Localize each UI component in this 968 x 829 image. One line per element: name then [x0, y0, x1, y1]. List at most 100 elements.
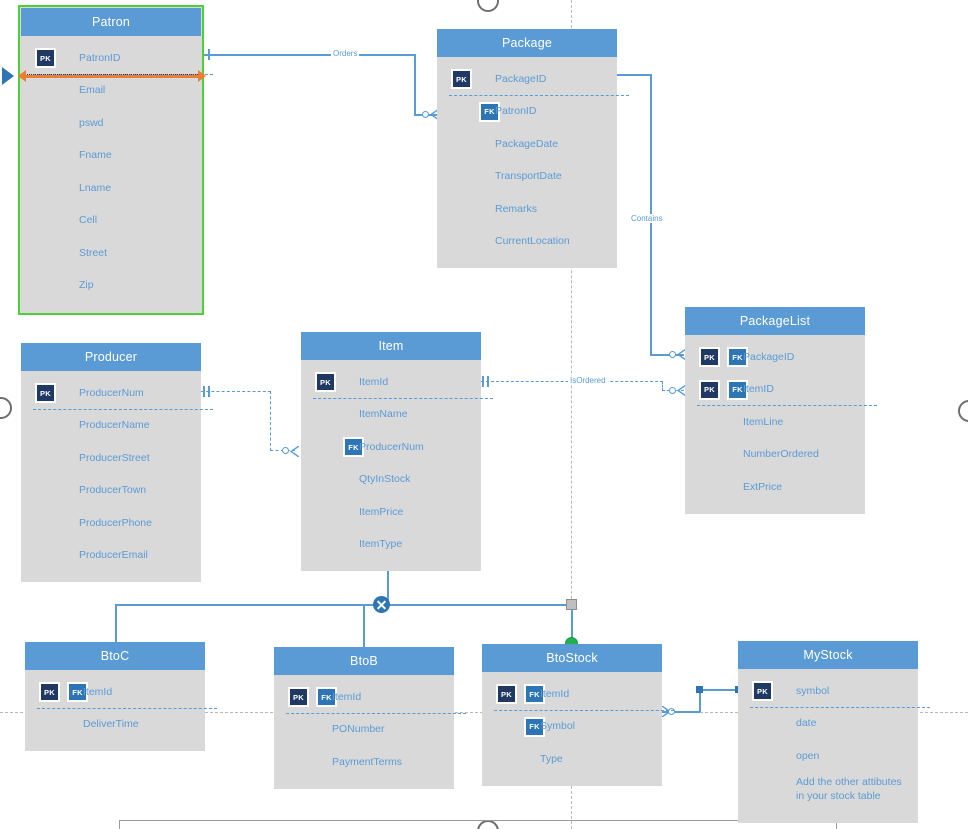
- attribute-row[interactable]: QtyInStock: [301, 464, 481, 497]
- attribute-row[interactable]: ProducerName: [21, 410, 201, 443]
- rel-contains-label: Contains: [629, 214, 665, 223]
- rel-subtype-item-stem: [387, 568, 389, 606]
- attribute-row[interactable]: Cell: [21, 205, 201, 238]
- fk-badge-icon: FK: [67, 682, 88, 703]
- rel-subtype-btostock-drop: [571, 604, 573, 646]
- rel-orders-zero-circle: [422, 111, 429, 118]
- fk-badge-icon: FK: [343, 437, 364, 458]
- rel-stocklink-endpoint-a[interactable]: [696, 686, 703, 693]
- attribute-name: ItemId: [83, 685, 113, 698]
- attribute-row[interactable]: pswd: [21, 107, 201, 140]
- attribute-name: NumberOrdered: [743, 448, 819, 461]
- patron-selection-handle-right[interactable]: [198, 70, 206, 82]
- attribute-row[interactable]: date: [738, 708, 918, 741]
- attribute-name: Fname: [79, 149, 112, 162]
- rel-produces-segment-2: [270, 391, 271, 451]
- attribute-row[interactable]: ItemPrice: [301, 496, 481, 529]
- pk-badge-icon: PK: [699, 347, 720, 368]
- attribute-row[interactable]: Add the other attibutes in your stock ta…: [738, 773, 918, 813]
- attribute-row[interactable]: ProducerEmail: [21, 540, 201, 573]
- attribute-name: QtyInStock: [359, 473, 411, 486]
- rel-orders-label: Orders: [331, 49, 360, 58]
- canvas-handle-right-circle[interactable]: [958, 400, 968, 422]
- attribute-name: Type: [540, 752, 563, 765]
- attribute-row[interactable]: CurrentLocation: [437, 226, 617, 259]
- attribute-name: ItemName: [359, 408, 408, 421]
- attribute-name: PackageDate: [495, 137, 559, 150]
- attribute-row[interactable]: DeliverTime: [25, 709, 205, 742]
- rel-contains-segment-3: [650, 354, 684, 356]
- canvas-handle-top-circle[interactable]: [477, 0, 499, 12]
- attribute-name: Symbol: [540, 720, 576, 733]
- category-disjoint-icon[interactable]: [373, 596, 390, 613]
- attribute-row[interactable]: PaymentTerms: [274, 746, 454, 779]
- canvas-handle-left-circle[interactable]: [0, 397, 12, 419]
- attribute-row[interactable]: ItemType: [301, 529, 481, 562]
- pk-badge-icon: PK: [496, 684, 517, 705]
- rel-orders-segment-2: [414, 54, 416, 115]
- entity-title-btostock: BtoStock: [482, 644, 662, 672]
- primary-key-divider: [449, 94, 629, 96]
- vertical-guide: [571, 0, 572, 829]
- attribute-name: open: [796, 749, 820, 762]
- page-boundary-frame: [119, 820, 837, 829]
- attribute-row[interactable]: PackageDate: [437, 128, 617, 161]
- attribute-name: pswd: [79, 116, 104, 129]
- playback-arrow-icon[interactable]: [2, 67, 14, 85]
- attribute-row[interactable]: NumberOrdered: [685, 439, 865, 472]
- connector-endpoint-handle[interactable]: [566, 599, 577, 610]
- patron-selection-orange-bar[interactable]: [24, 75, 200, 78]
- attribute-row[interactable]: ItemName: [301, 399, 481, 432]
- attribute-name: PackageID: [743, 350, 795, 363]
- rel-orders-crowfoot: [430, 109, 439, 120]
- attribute-row[interactable]: open: [738, 740, 918, 773]
- attribute-row[interactable]: Remarks: [437, 193, 617, 226]
- attribute-row[interactable]: ProducerTown: [21, 475, 201, 508]
- attribute-row[interactable]: PONumber: [274, 714, 454, 747]
- attribute-row[interactable]: Lname: [21, 172, 201, 205]
- attribute-name: TransportDate: [495, 170, 562, 183]
- rel-isordered-one-tick-a: [482, 376, 484, 387]
- attribute-row[interactable]: ExtPrice: [685, 471, 865, 504]
- attribute-row[interactable]: ProducerPhone: [21, 507, 201, 540]
- attribute-row[interactable]: ProducerStreet: [21, 442, 201, 475]
- rel-subtype-bus: [115, 604, 572, 606]
- attribute-row[interactable]: Email: [21, 75, 201, 108]
- rel-contains-crowfoot: [677, 349, 686, 360]
- attribute-row[interactable]: Street: [21, 237, 201, 270]
- attribute-row[interactable]: ItemLine: [685, 406, 865, 439]
- attribute-name: Lname: [79, 181, 112, 194]
- attribute-row[interactable]: Zip: [21, 270, 201, 303]
- rel-contains-segment-1: [617, 74, 652, 76]
- attribute-name: ExtPrice: [743, 480, 783, 493]
- attribute-row[interactable]: TransportDate: [437, 161, 617, 194]
- patron-selection-handle-left[interactable]: [18, 70, 26, 82]
- attribute-row[interactable]: Type: [482, 743, 662, 776]
- attribute-name: ProducerEmail: [79, 549, 148, 562]
- attribute-row[interactable]: Fname: [21, 140, 201, 173]
